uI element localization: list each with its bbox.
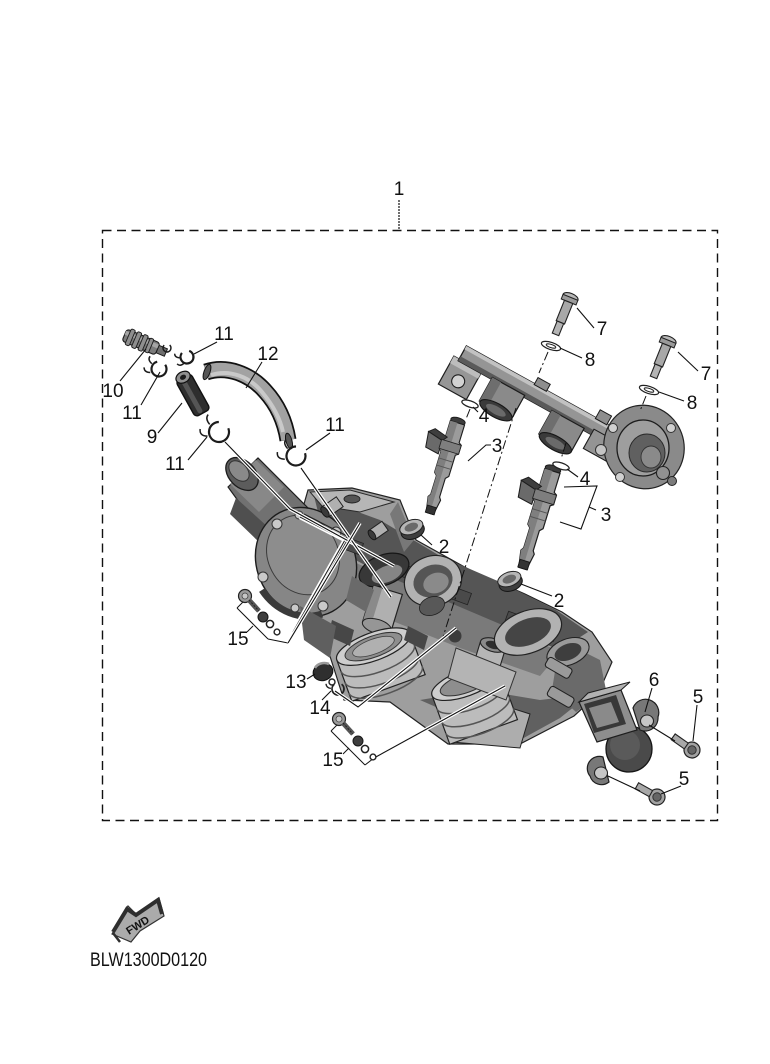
svg-text:2: 2	[439, 537, 450, 558]
svg-text:11: 11	[325, 415, 345, 436]
svg-text:6: 6	[649, 670, 660, 691]
svg-text:14: 14	[309, 698, 331, 719]
svg-text:2: 2	[554, 591, 565, 612]
svg-text:5: 5	[693, 687, 704, 708]
svg-text:BLW1300D0120: BLW1300D0120	[90, 949, 207, 971]
svg-text:11: 11	[214, 324, 234, 345]
svg-text:5: 5	[679, 769, 690, 790]
svg-text:4: 4	[580, 469, 591, 490]
svg-text:12: 12	[257, 344, 278, 365]
svg-text:11: 11	[165, 454, 185, 475]
svg-text:15: 15	[322, 750, 343, 771]
svg-text:11: 11	[122, 403, 142, 424]
svg-text:7: 7	[701, 364, 712, 385]
svg-text:1: 1	[394, 179, 405, 200]
svg-text:9: 9	[147, 427, 158, 448]
svg-text:7: 7	[597, 319, 608, 340]
svg-text:3: 3	[492, 436, 503, 457]
svg-text:13: 13	[285, 672, 306, 693]
svg-text:10: 10	[102, 381, 123, 402]
svg-text:4: 4	[479, 406, 490, 427]
svg-text:3: 3	[601, 505, 612, 526]
svg-text:15: 15	[227, 629, 248, 650]
svg-text:8: 8	[687, 393, 698, 414]
svg-text:8: 8	[585, 350, 596, 371]
